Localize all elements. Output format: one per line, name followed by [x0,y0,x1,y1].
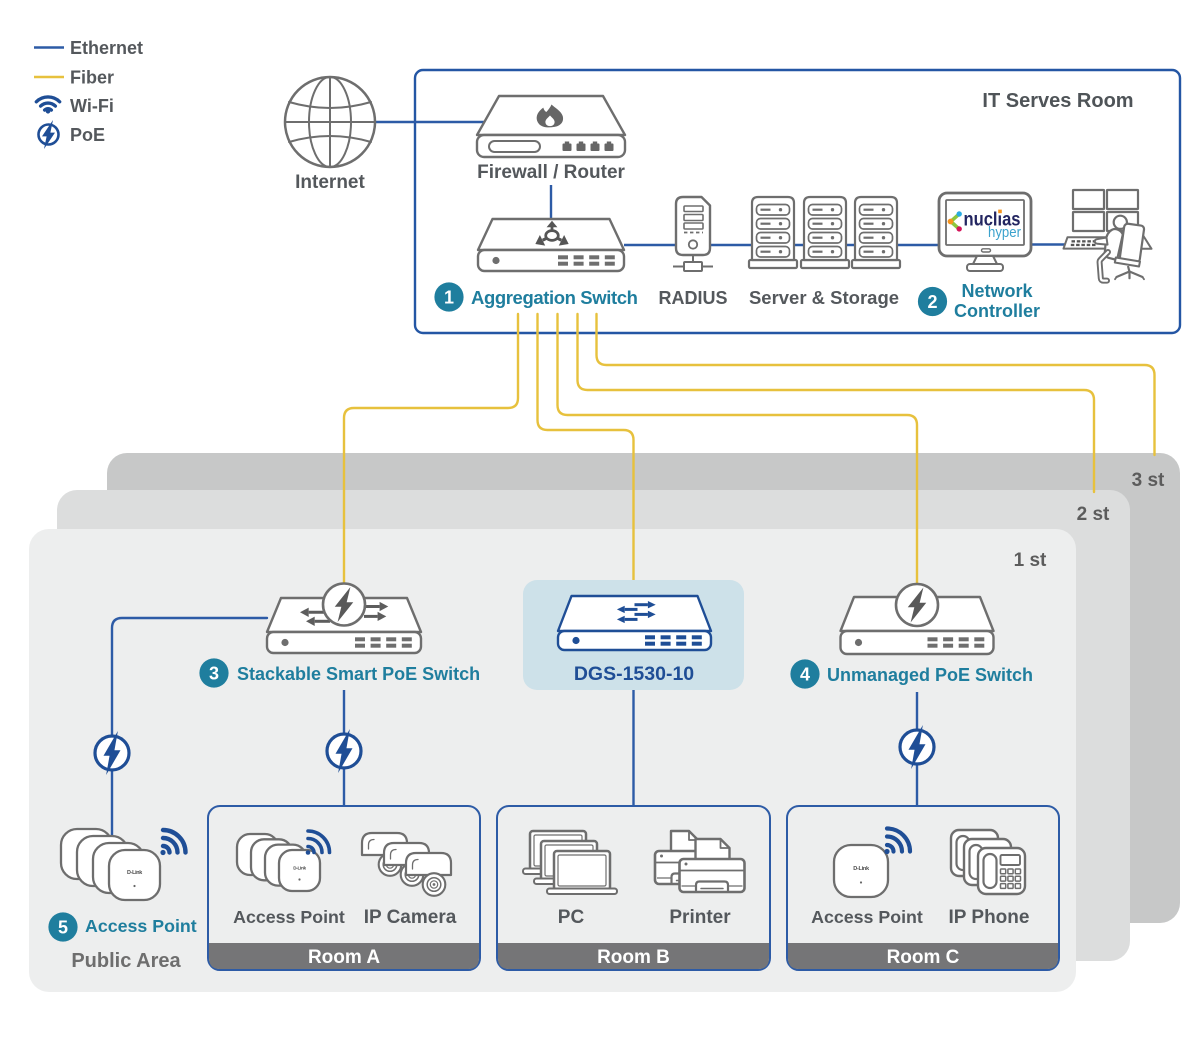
svg-text:D-Link: D-Link [293,866,306,871]
svg-text:Fiber: Fiber [70,68,114,88]
svg-text:DGS-1530-10: DGS-1530-10 [574,663,694,685]
svg-text:Firewall / Router: Firewall / Router [477,162,625,183]
svg-text:Access Point: Access Point [811,907,923,927]
svg-text:Controller: Controller [954,301,1040,321]
svg-text:1: 1 [444,287,454,307]
svg-text:Unmanaged PoE Switch: Unmanaged PoE Switch [827,665,1033,685]
svg-text:Aggregation Switch: Aggregation Switch [471,287,638,308]
svg-text:nuclias: nuclias [964,209,1021,231]
svg-text:4: 4 [800,664,810,684]
svg-text:Access Point: Access Point [85,916,197,936]
svg-text:RADIUS: RADIUS [658,288,727,308]
svg-text:2 st: 2 st [1077,504,1110,525]
svg-text:1 st: 1 st [1014,550,1047,571]
svg-text:Wi-Fi: Wi-Fi [70,96,114,116]
svg-text:5: 5 [58,917,68,937]
svg-text:Ethernet: Ethernet [70,38,143,58]
svg-text:2: 2 [927,292,937,312]
svg-text:D-Link: D-Link [127,870,142,876]
svg-text:PC: PC [558,907,585,928]
svg-text:Room A: Room A [308,947,380,968]
svg-text:IP Phone: IP Phone [949,907,1030,928]
svg-text:3 st: 3 st [1132,470,1165,491]
svg-text:PoE: PoE [70,125,105,145]
svg-text:Access Point: Access Point [233,907,345,927]
svg-text:Public Area: Public Area [71,950,181,972]
svg-text:Server & Storage: Server & Storage [749,287,899,308]
svg-text:Network: Network [961,281,1033,301]
svg-text:Stackable Smart PoE Switch: Stackable Smart PoE Switch [237,664,480,684]
svg-text:IP Camera: IP Camera [364,907,457,928]
svg-text:Internet: Internet [295,172,365,193]
svg-text:hyper: hyper [988,225,1021,241]
svg-text:Printer: Printer [669,907,731,928]
svg-text:Room B: Room B [597,947,670,968]
svg-text:Room C: Room C [887,947,960,968]
svg-text:D-Link: D-Link [853,866,870,872]
svg-text:3: 3 [209,663,219,683]
svg-text:IT Serves Room: IT Serves Room [982,90,1133,112]
